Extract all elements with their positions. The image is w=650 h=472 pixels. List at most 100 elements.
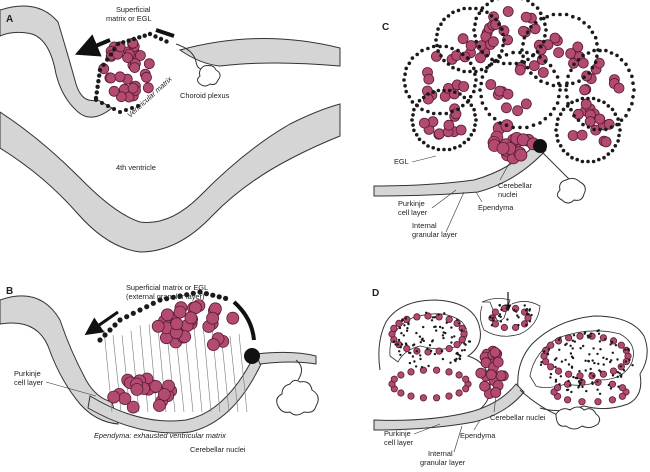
- granule-cell: [392, 340, 396, 343]
- egl-cell: [466, 98, 471, 103]
- granule-cell: [602, 356, 605, 359]
- egl-cell: [627, 68, 631, 73]
- egl-cell: [447, 147, 452, 152]
- egl-cell: [514, 61, 519, 66]
- egl-cell: [619, 118, 624, 122]
- panel-a-letter: A: [6, 14, 13, 25]
- nucleus-cell: [492, 356, 504, 368]
- granule-cell: [426, 347, 429, 351]
- egl-cell: [558, 112, 563, 116]
- egl-cell: [480, 101, 485, 105]
- egl-cell: [474, 78, 478, 82]
- purkinje-cell: [567, 130, 579, 141]
- granule-cell: [560, 360, 564, 363]
- purkinje-cell: [502, 88, 514, 100]
- granule-cell: [456, 318, 459, 321]
- purkinje-cell: [613, 82, 625, 94]
- purkinje-cell: [407, 368, 415, 376]
- purkinje-cell: [445, 344, 453, 353]
- granule-cell: [506, 307, 509, 310]
- purkinje-cell: [390, 324, 398, 332]
- egl-cell: [403, 72, 407, 76]
- granule-cell: [589, 372, 592, 375]
- granule-cell: [422, 339, 425, 343]
- egl-cell: [487, 63, 492, 68]
- granule-cell: [589, 335, 592, 338]
- granule-cell: [433, 325, 436, 329]
- granule-cell: [605, 357, 608, 361]
- egl-cell: [575, 157, 579, 162]
- granule-cell: [604, 338, 607, 341]
- purkinje-cell: [443, 119, 455, 131]
- granule-cell: [458, 322, 461, 325]
- egl-cell: [511, 125, 515, 130]
- granule-cell: [624, 360, 627, 363]
- granule-cell: [567, 363, 571, 366]
- egl-cell: [577, 79, 581, 83]
- panel-c-internal-leader: [445, 191, 465, 233]
- egl-cell: [484, 106, 488, 111]
- egl-cell: [102, 332, 108, 338]
- granule-cell: [441, 357, 445, 361]
- egl-cell: [487, 112, 492, 117]
- panel-a: A Superficial matrix or EGL Ventricular …: [0, 5, 341, 253]
- panel-b-purkinje-label-2: cell layer: [14, 378, 44, 387]
- radial-fiber: [139, 325, 149, 413]
- granule-cell: [583, 331, 587, 334]
- egl-cell: [458, 92, 462, 96]
- egl-cell: [417, 137, 422, 142]
- panel-c-egl-label: EGL: [394, 157, 409, 166]
- granule-cell: [598, 340, 602, 343]
- granule-cell: [433, 316, 436, 319]
- purkinje-cell: [445, 315, 453, 323]
- egl-cell: [439, 22, 443, 27]
- egl-cell: [414, 103, 419, 107]
- granule-cell: [564, 343, 567, 347]
- egl-cell: [472, 66, 476, 71]
- granule-cell: [453, 335, 456, 338]
- granule-cell: [572, 375, 575, 379]
- purkinje-cell: [465, 40, 477, 51]
- egl-cell: [142, 33, 147, 38]
- egl-cell: [466, 137, 471, 142]
- egl-cell: [439, 54, 443, 58]
- granule-cell: [418, 335, 422, 338]
- purkinje-cell: [114, 71, 126, 83]
- purkinje-cell: [485, 79, 497, 90]
- egl-cell: [564, 88, 568, 92]
- panel-d-nuclei-leader: [493, 395, 497, 413]
- purkinje-cell: [500, 102, 512, 114]
- purkinje-cell: [424, 312, 432, 320]
- egl-cell: [539, 79, 543, 83]
- egl-cell: [575, 98, 579, 103]
- egl-cell: [97, 67, 103, 73]
- egl-cell: [426, 144, 430, 148]
- granule-cell: [587, 359, 590, 363]
- egl-cell: [598, 127, 602, 132]
- egl-cell: [485, 53, 490, 58]
- egl-cell: [435, 43, 439, 48]
- panel-c-internal-label-1: Internal: [412, 221, 437, 230]
- panel-d-ependyma-leader: [473, 419, 481, 431]
- purkinje-cell: [617, 341, 625, 349]
- granule-cell: [616, 375, 619, 379]
- egl-cell: [597, 98, 601, 103]
- egl-cell: [558, 144, 563, 148]
- purkinje-cell: [512, 105, 523, 117]
- purkinje-cell: [142, 82, 154, 94]
- egl-cell: [502, 38, 506, 42]
- egl-cell: [604, 127, 608, 132]
- purkinje-cell: [487, 36, 499, 48]
- egl-cell: [479, 94, 484, 99]
- granule-cell: [404, 342, 408, 345]
- egl-cell: [609, 51, 614, 55]
- granule-cell: [517, 316, 520, 319]
- granule-cell: [467, 340, 471, 343]
- egl-cell: [580, 96, 585, 101]
- panel-d-ependyma-label: Ependyma: [460, 431, 496, 440]
- egl-cell: [610, 148, 615, 153]
- granule-cell: [463, 348, 466, 352]
- granule-cell: [546, 353, 550, 356]
- egl-cell: [576, 58, 581, 62]
- egl-cell: [593, 60, 598, 65]
